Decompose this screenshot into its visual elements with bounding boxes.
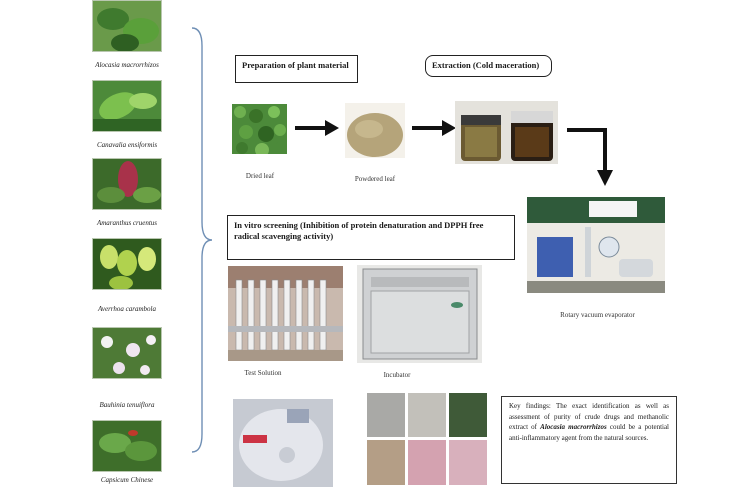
plant-label-bauhinia: Bauhinia tenuiflora bbox=[99, 401, 155, 409]
averrhoa-leaf-photo bbox=[92, 238, 162, 290]
step-screening-box: In vitro screening (Inhibition of protei… bbox=[227, 215, 515, 260]
caption-powdered-leaf: Powdered leaf bbox=[354, 175, 396, 183]
caption-dried-leaf: Dried leaf bbox=[245, 172, 275, 180]
amaranthus-leaf-photo bbox=[92, 158, 162, 210]
key-findings-box: Key findings: The exact identification a… bbox=[501, 396, 677, 484]
caption-rotary-evaporator: Rotary vacuum evaporator bbox=[560, 311, 635, 319]
canavalia-leaf-photo bbox=[92, 80, 162, 132]
step-extraction-label: Extraction (Cold maceration) bbox=[432, 60, 540, 70]
spectrophotometer-photo bbox=[233, 399, 333, 487]
alocasia-leaf-photo bbox=[92, 0, 162, 52]
rotary-evaporator-photo bbox=[527, 197, 665, 293]
plant-label-alocasia: Alocasia macrorrhizos bbox=[95, 61, 159, 69]
plant-label-amaranthus: Amaranthus cruentus bbox=[96, 219, 158, 227]
step-screening-label: In vitro screening (Inhibition of protei… bbox=[234, 220, 484, 241]
maceration-jars-photo bbox=[455, 101, 558, 164]
plant-label-capsicum: Capsicum Chinese bbox=[100, 476, 154, 484]
step-preparation-label: Preparation of plant material bbox=[242, 60, 349, 70]
bauhinia-flower-photo bbox=[92, 327, 162, 379]
caption-test-solution: Test Solution bbox=[244, 369, 282, 377]
microscopy-images-grid bbox=[367, 393, 487, 485]
grouping-bracket bbox=[191, 27, 213, 453]
plant-label-averrhoa: Averrhoa carambola bbox=[97, 305, 156, 313]
key-findings-text: Key findings: The exact identification a… bbox=[509, 402, 669, 431]
arrow-powder-to-extraction bbox=[412, 120, 456, 136]
step-preparation-box: Preparation of plant material bbox=[235, 55, 358, 83]
arrow-extraction-to-evaporator bbox=[567, 128, 613, 186]
dried-leaf-photo bbox=[232, 104, 287, 154]
plant-label-canavalia: Canavalia ensiformis bbox=[96, 141, 158, 149]
test-solution-photo bbox=[228, 266, 343, 361]
caption-incubator: Incubator bbox=[383, 371, 411, 379]
key-findings-text-end: could be a potential anti-inflammatory a… bbox=[509, 423, 670, 442]
key-findings-species: Alocasia macrorrhizos bbox=[540, 423, 607, 431]
arrow-prep-to-powder bbox=[295, 120, 339, 136]
capsicum-leaf-photo bbox=[92, 420, 162, 472]
powdered-leaf-photo bbox=[345, 103, 405, 158]
incubator-photo bbox=[357, 265, 482, 363]
step-extraction-box: Extraction (Cold maceration) bbox=[425, 55, 552, 77]
